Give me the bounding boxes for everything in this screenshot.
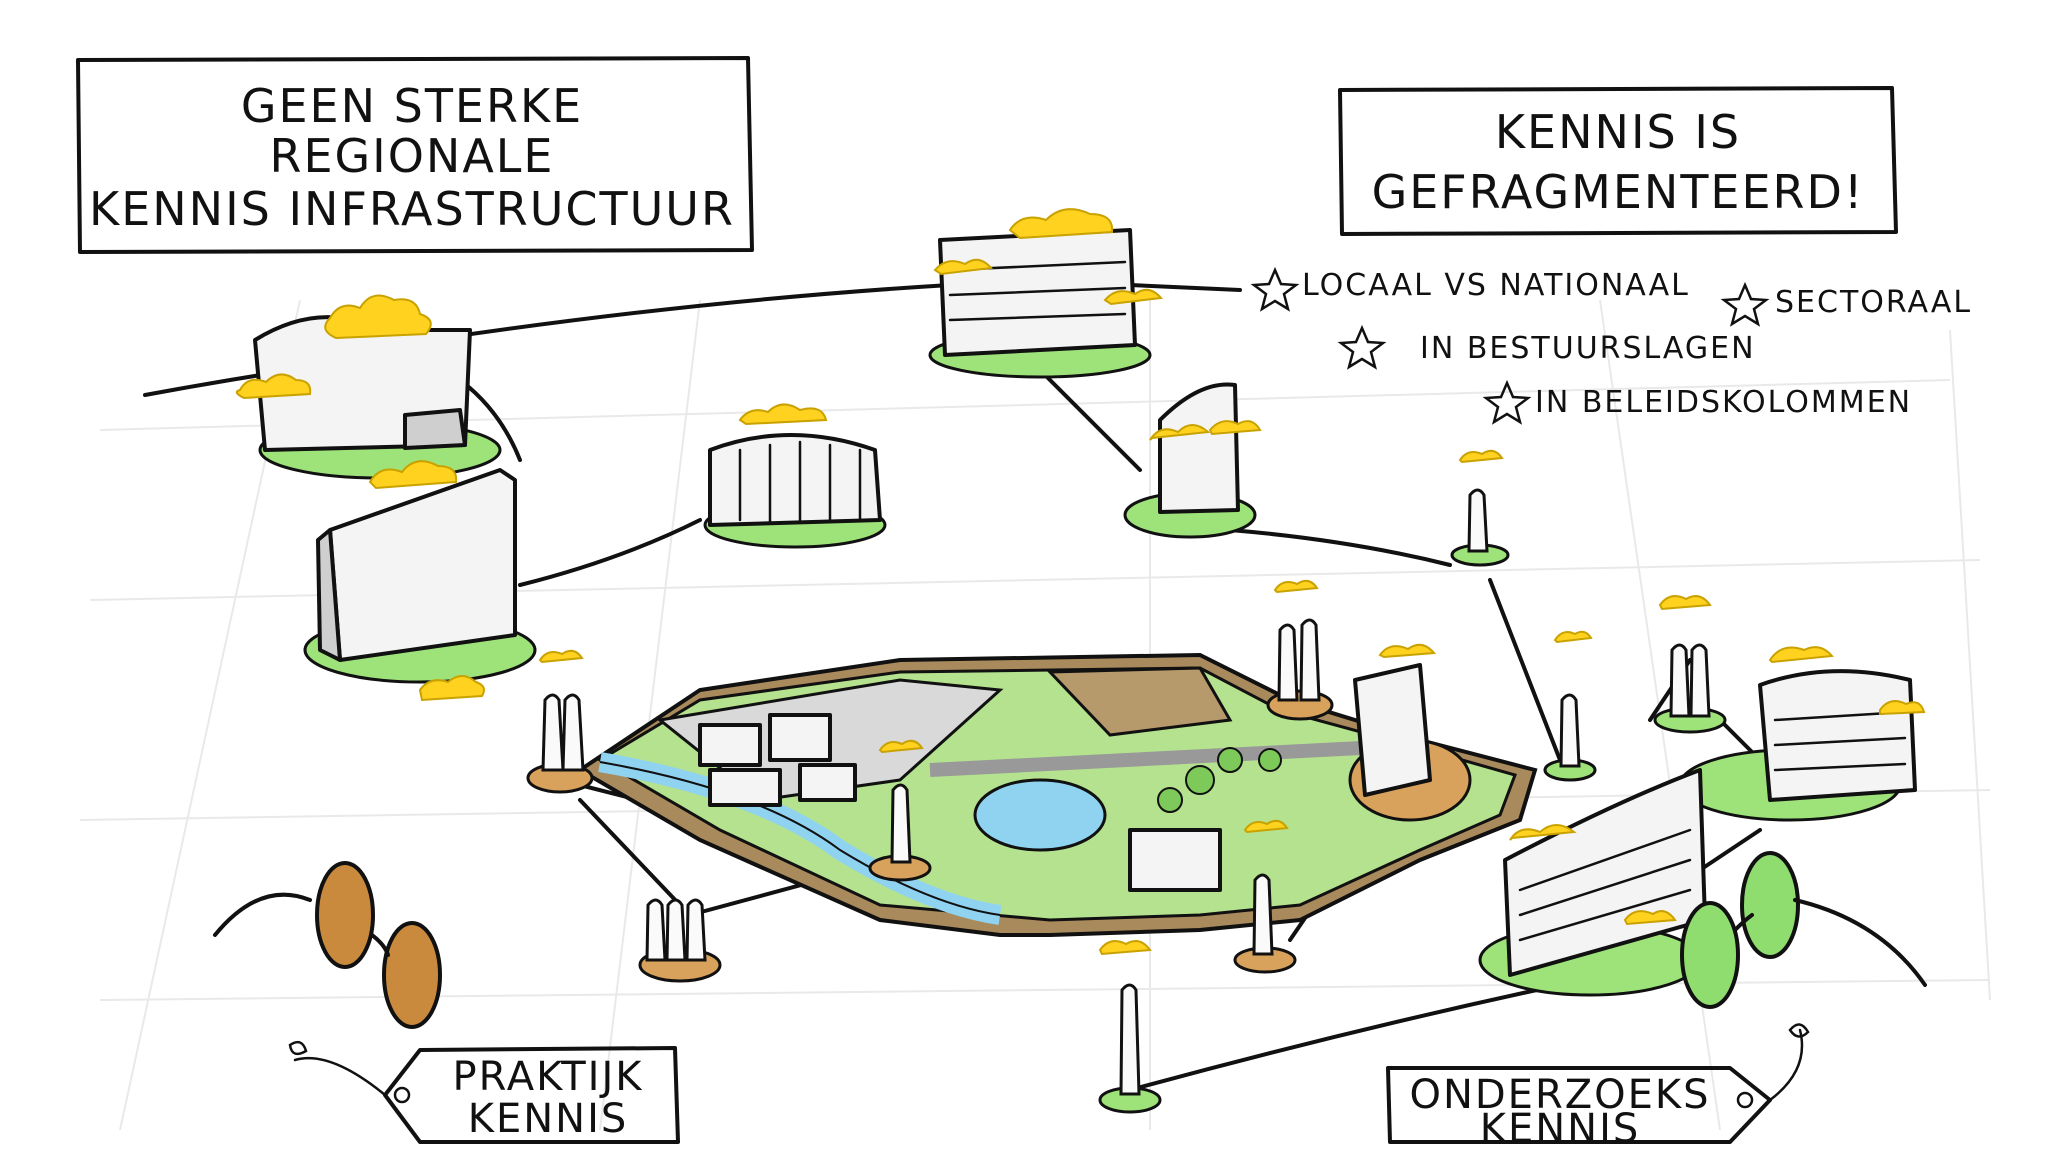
building-top-left: [235, 294, 502, 480]
left-title-box: GEEN STERKE REGIONALE KENNIS INFRASTRUCT…: [76, 56, 754, 254]
fragmentation-item-text: IN BESTUURSLAGEN: [1420, 331, 1756, 366]
glasses-icon: [1680, 851, 1927, 1009]
praktijk-tag-line-2: KENNIS: [468, 1096, 629, 1142]
star-icon: [1720, 281, 1770, 327]
glasses-icon: [213, 861, 442, 1029]
people-groups: [526, 449, 1727, 1114]
right-title-line-1: KENNIS IS: [1495, 105, 1741, 159]
praktijk-tag-line-1: PRAKTIJK: [452, 1054, 643, 1100]
building-right-tall: [1348, 643, 1472, 822]
building-tower: [1123, 382, 1262, 539]
onderzoeks-kennis-tag: ONDERZOEKS KENNIS: [1386, 1023, 1810, 1152]
star-icon: [1250, 266, 1300, 312]
building-top-center: [928, 208, 1163, 379]
onderzoeks-tag-line-2: KENNIS: [1480, 1106, 1641, 1152]
building-gallery: [703, 403, 887, 549]
onderzoeks-tag-line-1: ONDERZOEKS: [1409, 1072, 1710, 1118]
central-landscape: [576, 652, 1538, 937]
praktijk-kennis-tag: PRAKTIJK KENNIS: [288, 1040, 680, 1144]
right-title-box: KENNIS IS GEFRAGMENTEERD!: [1338, 86, 1898, 236]
fragmentation-item-text: LOCAAL VS NATIONAAL: [1302, 268, 1690, 303]
left-title-line-2: REGIONALE: [269, 129, 554, 183]
fragmentation-item-text: IN BELEIDSKOLOMMEN: [1535, 385, 1912, 420]
building-left-middle: [303, 460, 537, 702]
fragmentation-item: IN BESTUURSLAGEN: [1337, 324, 1756, 370]
fragmentation-item-text: SECTORAAL: [1775, 285, 1972, 320]
fragmentation-list: LOCAAL VS NATIONAAL SECTORAAL IN BESTUUR…: [1250, 266, 1972, 425]
left-title-line-3: KENNIS INFRASTRUCTUUR: [89, 182, 735, 236]
star-icon: [1337, 324, 1387, 370]
left-title-line-1: GEEN STERKE: [241, 79, 583, 133]
fragmentation-item: LOCAAL VS NATIONAAL: [1250, 266, 1690, 312]
fragmentation-item: SECTORAAL: [1720, 281, 1972, 327]
star-icon: [1482, 379, 1532, 425]
right-title-line-2: GEFRAGMENTEERD!: [1372, 165, 1865, 219]
fragmentation-item: IN BELEIDSKOLOMMEN: [1482, 379, 1912, 425]
building-right-curved: [1678, 646, 1926, 822]
building-bottom-right: [1478, 768, 1707, 997]
